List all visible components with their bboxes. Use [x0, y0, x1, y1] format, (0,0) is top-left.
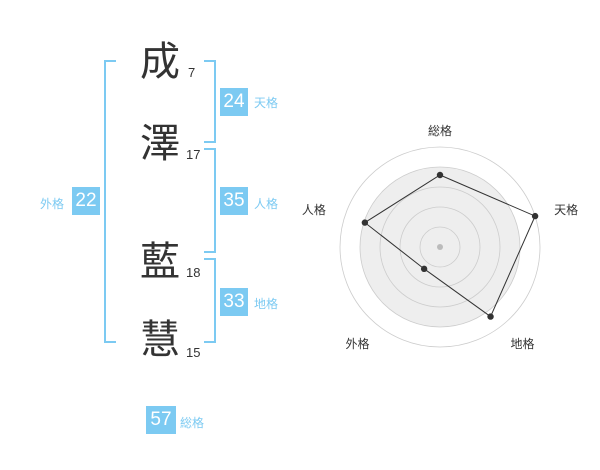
name-char-4: 慧: [140, 317, 180, 363]
chikaku-label: 地格: [254, 297, 279, 311]
radar-axis-label: 地格: [511, 336, 535, 351]
radar-axis-label: 総格: [428, 123, 452, 138]
radar-point-1: [436, 171, 444, 179]
radar-axis-label: 人格: [302, 202, 326, 217]
radar-data-polygon: [363, 174, 536, 318]
radar-axis-label: 天格: [554, 202, 578, 217]
radar-ring: [399, 206, 481, 288]
tenkaku-bracket: [204, 60, 216, 143]
radar-ring: [419, 226, 461, 268]
stroke-count-3: 18: [186, 265, 201, 280]
chikaku-bracket: [204, 258, 216, 343]
stroke-count-1: 7: [188, 65, 196, 80]
tenkaku-score-badge: 24: [220, 88, 248, 116]
name-char-3: 藍: [140, 239, 180, 285]
radar-axis-label: 外格: [345, 336, 369, 351]
name-char-2: 澤: [140, 121, 180, 167]
radar-ring: [339, 146, 541, 348]
jinkaku-score-badge: 35: [220, 187, 248, 215]
radar-ring: [359, 166, 521, 328]
name-char-1: 成: [140, 39, 180, 85]
radar-point-3: [487, 313, 494, 320]
soukaku-label: 総格: [180, 416, 205, 430]
radar-ring: [379, 186, 501, 308]
radar-point-5: [361, 219, 369, 226]
soukaku-score-badge: 57: [146, 406, 176, 434]
tenkaku-label: 天格: [254, 96, 279, 110]
stroke-count-2: 17: [186, 147, 201, 162]
gaikaku-bracket: [104, 60, 116, 343]
radar-center-dot: [437, 244, 443, 250]
gaikaku-label: 外格: [40, 197, 65, 211]
radar-point-4: [420, 265, 428, 273]
jinkaku-label: 人格: [254, 197, 279, 211]
jinkaku-bracket: [204, 148, 216, 253]
stroke-count-4: 15: [186, 345, 201, 360]
chikaku-score-badge: 33: [220, 288, 248, 316]
gaikaku-score-badge: 22: [72, 187, 100, 215]
radar-point-2: [531, 212, 539, 220]
